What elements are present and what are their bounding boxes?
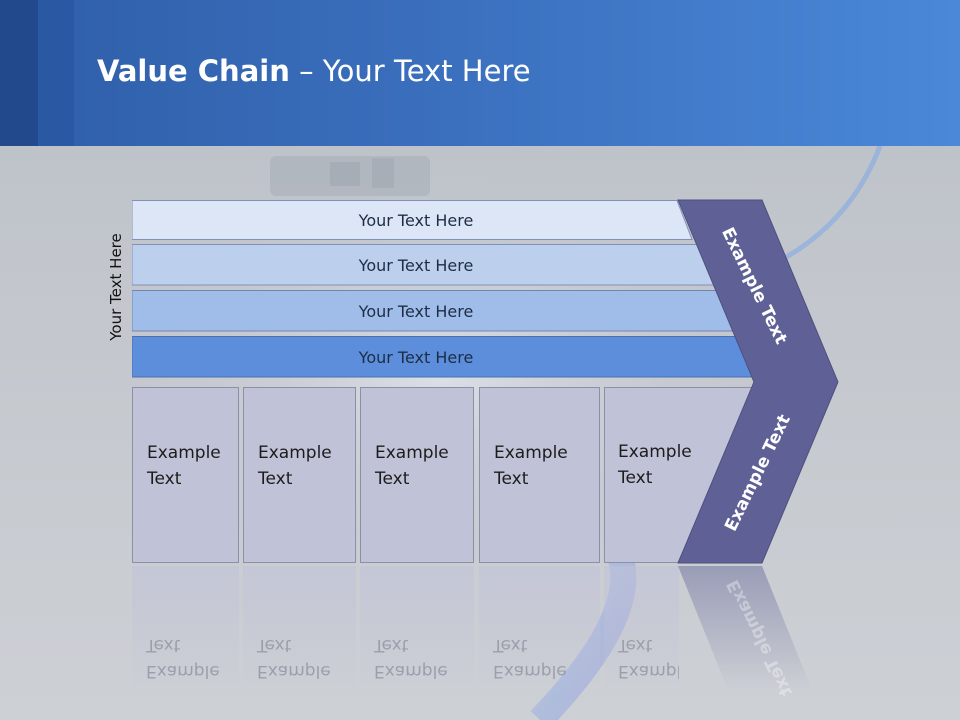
header-stripe-dark xyxy=(0,0,38,146)
bar-4-label: Your Text Here xyxy=(358,347,474,367)
side-label: Your Text Here xyxy=(107,233,125,341)
box-5-line2: Text xyxy=(618,468,653,488)
box-1-reflection: Example Text xyxy=(132,566,239,696)
box-4-reflection: Example Text xyxy=(479,566,600,696)
box-1-refl-line2: Text xyxy=(146,635,181,655)
box-2-line1: Example xyxy=(258,443,332,463)
slide-title: Value Chain – Your Text Here xyxy=(97,54,531,88)
title-rest: – Your Text Here xyxy=(289,54,531,88)
box-4-line2: Text xyxy=(494,469,529,489)
title-bold: Value Chain xyxy=(97,54,290,88)
box-3-refl-line1: Example xyxy=(374,661,448,681)
box-5-line1: Example xyxy=(618,442,692,462)
header-stripe-mid xyxy=(38,0,74,146)
box-5-refl-line1: Example xyxy=(618,661,679,681)
box-4-refl-line1: Example xyxy=(493,661,567,681)
box-1-line2: Text xyxy=(147,469,182,489)
box-2-reflection: Example Text xyxy=(243,566,356,696)
header-band: Value Chain – Your Text Here xyxy=(0,0,960,146)
box-5-refl-line2: Text xyxy=(618,635,653,655)
box-4-refl-line2: Text xyxy=(493,635,528,655)
box-1-line1: Example xyxy=(147,443,221,463)
box-4-line1: Example xyxy=(494,443,568,463)
box-2-refl-line2: Text xyxy=(257,635,292,655)
box-5-reflection: Example Text xyxy=(604,566,679,696)
box-3-refl-line2: Text xyxy=(374,635,409,655)
box-3-line2: Text xyxy=(375,469,410,489)
box-2-refl-line1: Example xyxy=(257,661,331,681)
box-3-reflection: Example Text xyxy=(360,566,474,696)
box-3-line1: Example xyxy=(375,443,449,463)
box-1-refl-line1: Example xyxy=(146,661,220,681)
bar-1-label: Your Text Here xyxy=(358,210,474,230)
box-2-line2: Text xyxy=(258,469,293,489)
bar-3-label: Your Text Here xyxy=(358,301,474,321)
bar-2-label: Your Text Here xyxy=(358,255,474,275)
